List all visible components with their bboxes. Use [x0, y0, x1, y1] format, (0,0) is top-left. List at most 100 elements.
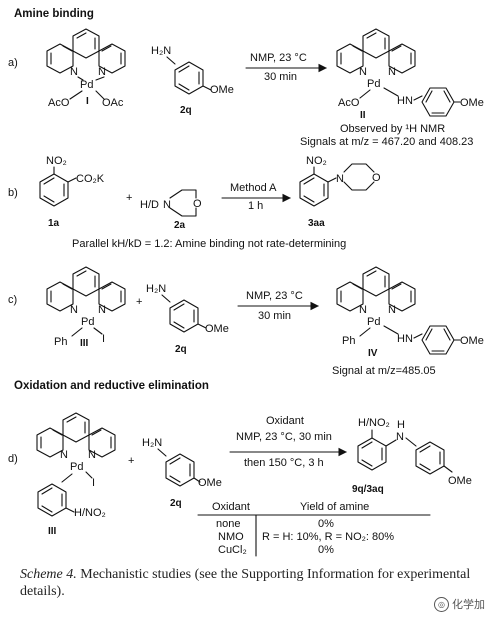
svg-text:OMe: OMe: [460, 335, 484, 347]
product-9q-3aq: H/NO₂ H N OMe 9q/3aq: [352, 417, 472, 495]
svg-text:CO₂K: CO₂K: [76, 173, 105, 185]
svg-text:H₂N: H₂N: [146, 283, 166, 295]
svg-text:3aa: 3aa: [308, 218, 325, 229]
svg-text:OMe: OMe: [210, 84, 234, 96]
table-cell-yield-0: 0%: [318, 518, 334, 530]
svg-text:O: O: [193, 198, 202, 210]
table-cell-yield-2: 0%: [318, 544, 334, 556]
svg-text:N: N: [405, 333, 413, 345]
table-header-yield: Yield of amine: [300, 501, 369, 513]
svg-text:N: N: [396, 431, 404, 443]
watermark-text: 化学加: [452, 598, 485, 611]
compound-3aa: NO₂ N O 3aa: [299, 155, 381, 229]
svg-text:Pd: Pd: [81, 316, 94, 328]
complex-II: N N Pd AcO H N OMe II: [336, 28, 484, 121]
svg-text:N: N: [388, 304, 396, 316]
cond-b-bottom: 1 h: [248, 200, 263, 212]
watermark: ◎ 化学加: [434, 596, 485, 612]
svg-text:III: III: [80, 338, 89, 349]
svg-text:I: I: [92, 477, 95, 489]
svg-text:Pd: Pd: [70, 461, 83, 473]
panel-a-letter: a): [8, 57, 18, 69]
panel-c-letter: c): [8, 294, 17, 306]
svg-text:OMe: OMe: [448, 475, 472, 487]
svg-text:H/NO₂: H/NO₂: [358, 417, 390, 429]
svg-text:1a: 1a: [48, 218, 60, 229]
svg-text:N: N: [359, 304, 367, 316]
note-b: Parallel kH/kD = 1.2: Amine binding not …: [72, 238, 346, 250]
svg-text:NO₂: NO₂: [306, 155, 327, 167]
note-a2: Signals at m/z = 467.20 and 408.23: [300, 136, 473, 148]
svg-text:9q/3aq: 9q/3aq: [352, 484, 384, 495]
cond-d-bottom: then 150 °C, 3 h: [244, 457, 324, 469]
watermark-logo-icon: ◎: [434, 596, 449, 612]
svg-text:Pd: Pd: [367, 78, 380, 90]
caption-label: Scheme 4.: [20, 567, 77, 582]
svg-text:OMe: OMe: [198, 477, 222, 489]
amine-2q-c: H₂N OMe 2q: [146, 283, 229, 355]
svg-text:O: O: [372, 172, 381, 184]
table-cell-yield-1: R = H: 10%, R = NO₂: 80%: [262, 531, 394, 543]
svg-text:Pd: Pd: [367, 316, 380, 328]
svg-text:OAc: OAc: [102, 97, 124, 109]
cond-a-top: NMP, 23 °C: [250, 52, 307, 64]
table-cell-oxidant-0: none: [216, 518, 240, 530]
svg-text:N: N: [405, 95, 413, 107]
table-header-oxidant: Oxidant: [212, 501, 250, 513]
svg-text:2a: 2a: [174, 220, 186, 231]
svg-text:N: N: [98, 304, 106, 316]
svg-text:N: N: [70, 304, 78, 316]
amine-2q-a: H₂N OMe 2q: [151, 45, 234, 116]
caption-text: Mechanistic studies (see the Supporting …: [20, 567, 471, 599]
svg-text:H₂N: H₂N: [142, 437, 162, 449]
plus-c: +: [136, 296, 142, 308]
note-a1: Observed by ¹H NMR: [340, 123, 445, 135]
cond-d-top: Oxidant: [266, 415, 304, 427]
svg-text:IV: IV: [368, 348, 378, 359]
svg-text:2q: 2q: [175, 344, 187, 355]
svg-text:AcO: AcO: [48, 97, 70, 109]
table-cell-oxidant-2: CuCl₂: [218, 544, 247, 556]
svg-text:OMe: OMe: [460, 97, 484, 109]
complex-I: N N Pd AcO OAc I: [46, 28, 126, 109]
panel-b-letter: b): [8, 187, 18, 199]
plus-b: +: [126, 192, 132, 204]
svg-text:Ph: Ph: [342, 335, 355, 347]
svg-text:H/D: H/D: [140, 199, 159, 211]
svg-text:H: H: [397, 333, 405, 345]
svg-text:III: III: [48, 526, 57, 537]
complex-III-c: N N Pd Ph I III: [46, 266, 126, 349]
cond-d-mid: NMP, 23 °C, 30 min: [236, 431, 332, 443]
cond-c-bottom: 30 min: [258, 310, 291, 322]
svg-text:H₂N: H₂N: [151, 45, 171, 57]
scheme-caption: Scheme 4. Mechanistic studies (see the S…: [20, 566, 480, 600]
svg-text:Pd: Pd: [80, 79, 93, 91]
svg-text:N: N: [163, 199, 171, 211]
svg-text:H/NO₂: H/NO₂: [74, 507, 106, 519]
note-c: Signal at m/z=485.05: [332, 365, 436, 377]
label-II: II: [360, 110, 366, 121]
section-title-amine-binding: Amine binding: [14, 8, 94, 20]
svg-text:N: N: [336, 173, 344, 185]
complex-IV: N N Pd Ph H N OMe IV: [336, 266, 484, 359]
svg-text:I: I: [102, 333, 105, 345]
amine-2a: H/D N O 2a: [140, 189, 202, 231]
svg-text:2q: 2q: [170, 498, 182, 509]
svg-text:N: N: [98, 66, 106, 78]
svg-text:N: N: [88, 449, 96, 461]
svg-text:N: N: [60, 449, 68, 461]
cond-a-bottom: 30 min: [264, 71, 297, 83]
svg-text:H: H: [397, 95, 405, 107]
panel-d-letter: d): [8, 453, 18, 465]
svg-text:AcO: AcO: [338, 97, 360, 109]
svg-text:N: N: [359, 66, 367, 78]
amine-2q-d: H₂N OMe 2q: [142, 437, 222, 509]
table-cell-oxidant-1: NMO: [218, 531, 244, 543]
svg-text:NO₂: NO₂: [46, 155, 67, 167]
cond-b-top: Method A: [230, 182, 277, 194]
svg-text:N: N: [388, 66, 396, 78]
svg-text:N: N: [70, 66, 78, 78]
svg-text:Ph: Ph: [54, 336, 67, 348]
section-title-oxidation: Oxidation and reductive elimination: [14, 380, 209, 392]
